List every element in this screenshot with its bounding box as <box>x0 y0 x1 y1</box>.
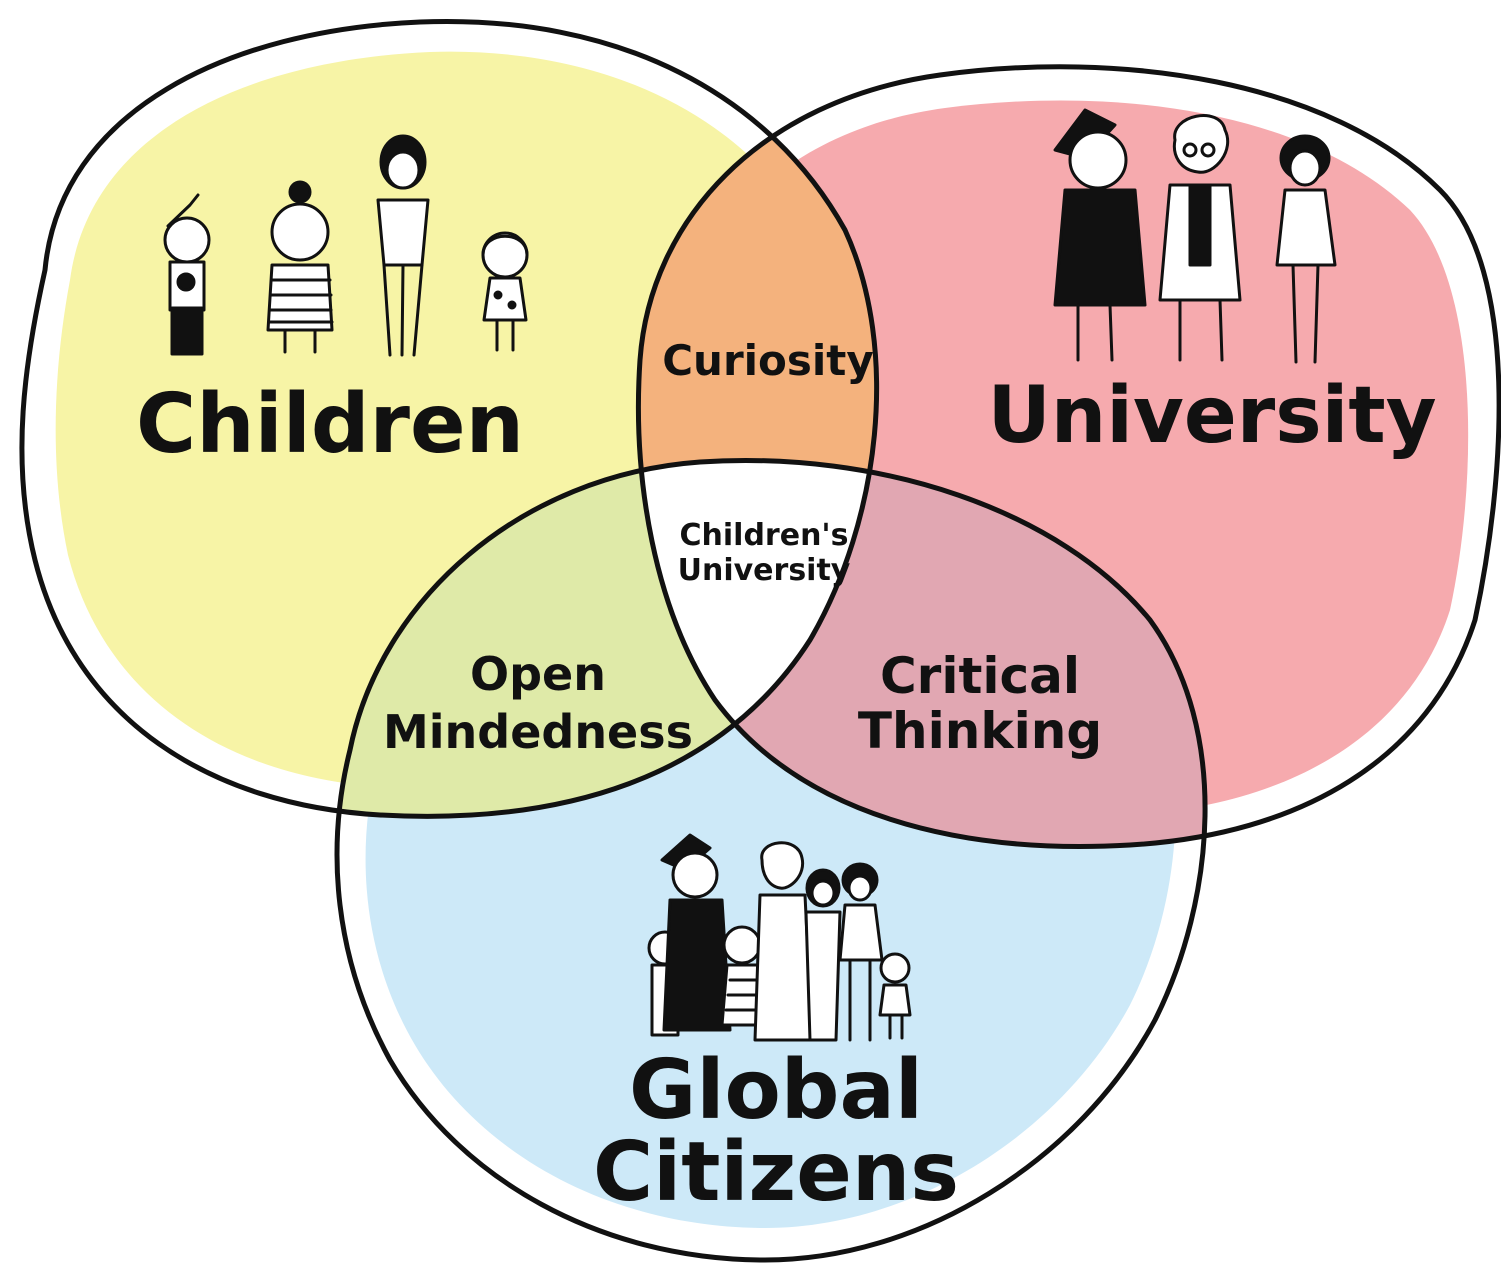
center-label-line2: University <box>678 553 851 588</box>
children-label: Children <box>136 377 524 472</box>
critical-thinking-label-line2: Thinking <box>858 702 1102 760</box>
overlap-labels: Curiosity Children's University Open Min… <box>383 336 1102 760</box>
global-label-line1: Global <box>629 1043 923 1138</box>
crowd-figures-icon <box>647 833 912 1042</box>
global-label-line2: Citizens <box>593 1125 959 1220</box>
open-mindedness-label-line1: Open <box>470 647 606 701</box>
small-girl-figure-icon <box>481 231 529 352</box>
global-outline <box>334 457 1208 1263</box>
boy-figure-icon <box>163 193 211 356</box>
center-label-line1: Children's <box>680 518 849 553</box>
woman-figure-icon <box>1275 134 1337 364</box>
scientist-figure-icon <box>1158 114 1242 362</box>
man-figure-icon <box>376 134 430 357</box>
girl-figure-icon <box>266 180 334 354</box>
curiosity-label: Curiosity <box>662 336 874 385</box>
set-labels: Children University Global Citizens <box>136 371 1437 1220</box>
open-mindedness-label-line2: Mindedness <box>383 705 693 759</box>
set-outlines <box>19 18 1501 1263</box>
children-outline <box>19 18 880 819</box>
university-figures-icon <box>1053 108 1337 364</box>
critical-thinking-label-line1: Critical <box>880 647 1080 705</box>
university-label: University <box>987 371 1436 461</box>
university-outline <box>636 64 1501 849</box>
graduate-figure-icon <box>1053 108 1147 362</box>
children-figures-icon <box>163 134 529 357</box>
